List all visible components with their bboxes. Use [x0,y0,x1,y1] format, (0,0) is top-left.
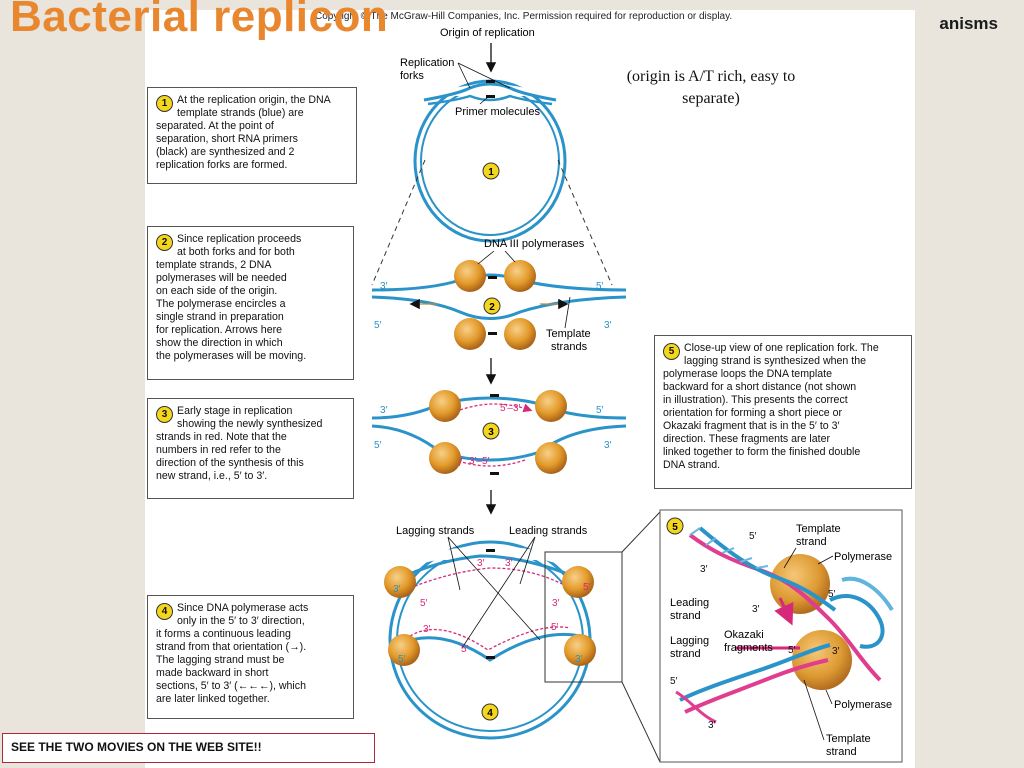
movies-note: SEE THE TWO MOVIES ON THE WEB SITE!! [2,733,375,763]
svg-text:fragments: fragments [724,642,773,654]
closeup-leading-label: Leading [670,597,709,609]
svg-text:1: 1 [488,167,494,178]
svg-text:3′: 3′ [752,604,760,615]
svg-text:5′: 5′ [461,644,469,655]
step-1-text: At the replication origin, the DNA templ… [156,94,331,171]
svg-text:2: 2 [489,302,495,313]
origin-note: (origin is A/T rich, easy to separate) [626,68,796,107]
svg-text:5′: 5′ [828,589,836,600]
dna3-label: DNA III polymerases [484,238,585,250]
svg-text:3′: 3′ [477,558,485,569]
step-1-box: 1 At the replication origin, the DNA tem… [147,87,357,184]
svg-text:strand: strand [670,648,701,660]
closeup-polymerase-label-top: Polymerase [834,551,892,563]
forks-label: Replication [400,57,454,69]
svg-text:strand: strand [670,610,701,622]
svg-text:5′: 5′ [596,281,604,292]
svg-text:3′: 3′ [575,654,583,665]
step-2-badge: 2 [156,234,173,251]
copyright-notice: Copyright © The McGraw-Hill Companies, I… [315,11,733,22]
template-label: Template [546,328,591,340]
corner-heading-fragment: anisms [939,14,998,33]
step-4-badge: 4 [156,603,173,620]
step-4-text: Since DNA polymerase acts only in the 5′… [156,602,309,705]
svg-text:3′: 3′ [423,624,431,635]
svg-text:3′: 3′ [708,720,716,731]
svg-text:5′: 5′ [670,676,678,687]
lagging-label: Lagging strands [396,525,475,537]
svg-text:3: 3 [488,427,494,438]
closeup-polymerase-label-bottom: Polymerase [834,699,892,711]
step-3-box: 3 Early stage in replication showing the… [147,398,354,499]
closeup-template-label-bottom: Template [826,733,871,745]
svg-text:5′: 5′ [749,531,757,542]
closeup-panel: 5 5′ 3′ 3′ 5′ 5′ 3′ 5′ 3′ Template stran… [659,509,903,763]
svg-text:3′: 3′ [380,405,388,416]
step-3-badge: 3 [156,406,173,423]
stage-2-fork: 2 [371,260,627,350]
svg-text:5′: 5′ [374,320,382,331]
stage-1-circle: 1 [413,79,567,243]
step-2-text: Since replication proceeds at both forks… [156,233,307,362]
step-4-box: 4 Since DNA polymerase acts only in the … [147,595,354,719]
svg-text:5′: 5′ [398,654,406,665]
primers-label: Primer molecules [455,106,540,118]
step-2-box: 2 Since replication proceeds at both for… [147,226,354,380]
closeup-okazaki-label: Okazaki [724,629,764,641]
svg-text:4: 4 [487,708,493,719]
svg-text:5′: 5′ [551,622,559,633]
origin-label: Origin of replication [440,27,535,39]
step-1-badge: 1 [156,95,173,112]
svg-text:5′: 5′ [788,645,796,656]
stage-3-fork: 3 5′–3′ 3′–5′ [371,390,627,475]
leading-label: Leading strands [509,525,588,537]
closeup-lagging-label: Lagging [670,635,709,647]
step-3-text: Early stage in replication showing the n… [156,405,323,482]
step-5-text: Close-up view of one replication fork. T… [663,342,879,471]
svg-text:strands: strands [551,341,588,353]
svg-text:5′: 5′ [596,405,604,416]
svg-text:3′: 3′ [700,564,708,575]
svg-text:3′: 3′ [604,440,612,451]
svg-text:5′: 5′ [583,582,591,593]
svg-text:3′: 3′ [380,281,388,292]
closeup-template-label-top: Template [796,523,841,535]
svg-text:3′: 3′ [393,584,401,595]
svg-text:3′: 3′ [604,320,612,331]
svg-text:5: 5 [672,522,678,533]
svg-text:3′: 3′ [832,646,840,657]
step-5-box: 5 Close-up view of one replication fork.… [654,335,912,489]
svg-text:3′–5′: 3′–5′ [469,456,490,467]
svg-text:5′: 5′ [374,440,382,451]
step-5-badge: 5 [663,343,680,360]
svg-text:3′: 3′ [552,598,560,609]
svg-text:5′–3′: 5′–3′ [500,403,521,414]
svg-text:forks: forks [400,70,424,82]
svg-text:strand: strand [796,536,827,548]
slide-title: Bacterial replicon [10,0,389,41]
svg-text:strand: strand [826,746,857,758]
stage-4-circle: 4 3′ 5′ 5′ 3′ 3′ 3′ 3′ 5′ 5′ 5′ 3′ [384,536,596,740]
svg-text:5′: 5′ [420,598,428,609]
svg-text:3′: 3′ [505,558,513,569]
